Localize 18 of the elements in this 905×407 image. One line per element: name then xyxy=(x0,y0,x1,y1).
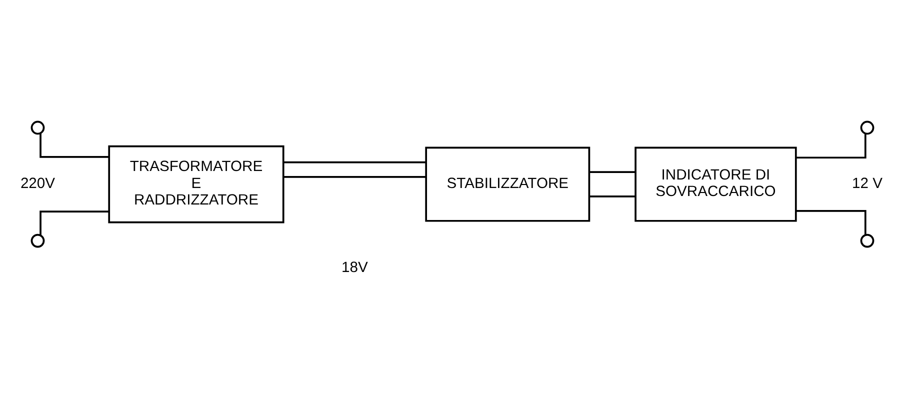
node-box: STABILIZZATORE xyxy=(425,146,590,222)
label: 12 V xyxy=(852,176,882,192)
node-circle xyxy=(860,120,874,135)
connector xyxy=(796,134,866,159)
label: 18V xyxy=(342,260,368,276)
connector xyxy=(589,196,636,198)
connector xyxy=(283,161,426,164)
connector xyxy=(796,210,866,236)
node-circle xyxy=(30,120,45,135)
connector xyxy=(589,171,636,173)
node-circle xyxy=(860,234,874,248)
connector xyxy=(283,176,426,178)
connector xyxy=(40,210,109,236)
connector xyxy=(40,133,109,158)
node-circle xyxy=(30,234,45,248)
node-box: TRASFORMATORE E RADDRIZZATORE xyxy=(108,145,284,224)
node-box: INDICATORE DI SOVRACCARICO xyxy=(634,146,797,222)
label: 220V xyxy=(20,176,56,192)
